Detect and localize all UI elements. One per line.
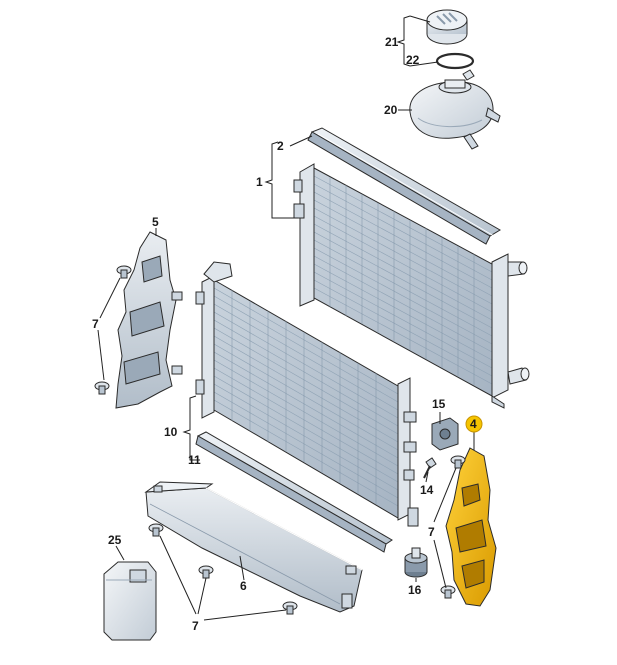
callout-7-left: 7: [92, 317, 99, 331]
callout-7-right: 7: [428, 525, 435, 539]
callout-labels: 21 22 20 2 1 5 7 15 4 10 11 14 7 25 6 16…: [92, 35, 483, 633]
callout-16: 16: [408, 583, 422, 597]
callout-4: 4: [470, 417, 477, 431]
callout-2: 2: [277, 139, 284, 153]
condenser-fins: [213, 287, 399, 507]
callout-14: 14: [420, 483, 434, 497]
clip-left-bottom: [94, 381, 110, 395]
air-guide-right: [445, 447, 497, 607]
air-guide-bottom: [144, 481, 363, 613]
condenser: [195, 261, 419, 527]
callout-4-badge: 4: [465, 415, 483, 433]
callout-6: 6: [240, 579, 247, 593]
callout-10: 10: [164, 425, 178, 439]
main-radiator: [293, 163, 530, 409]
clip-left-top: [116, 265, 132, 279]
clip-bottom-2: [198, 565, 214, 579]
expansion-tank: [409, 69, 501, 150]
callout-11: 11: [188, 453, 201, 467]
callout-5: 5: [152, 215, 159, 229]
coolant-container: [103, 561, 157, 641]
callout-22: 22: [406, 53, 420, 67]
callout-7-bottom: 7: [192, 619, 199, 633]
callout-1: 1: [256, 175, 263, 189]
clip-bottom-1: [148, 523, 164, 537]
bracket: [431, 417, 459, 451]
air-duct-strip-lower: [195, 431, 393, 553]
main-radiator-fins: [313, 175, 493, 385]
clip-right-bottom: [440, 585, 456, 599]
callout-15: 15: [432, 397, 446, 411]
callout-25: 25: [108, 533, 122, 547]
clips: [94, 265, 466, 615]
callout-20: 20: [384, 103, 398, 117]
sealing-ring: [435, 52, 475, 70]
rubber-mount: [404, 547, 428, 578]
leader-lines: [97, 15, 475, 621]
clip-right-top: [450, 455, 466, 469]
callout-21: 21: [385, 35, 399, 49]
air-guide-left: [115, 231, 183, 409]
air-duct-strip-top: [307, 127, 501, 245]
bolt-screw: [423, 457, 437, 479]
expansion-tank-group: [409, 9, 501, 150]
clip-bottom-3: [282, 601, 298, 615]
tank-cap: [426, 9, 468, 45]
